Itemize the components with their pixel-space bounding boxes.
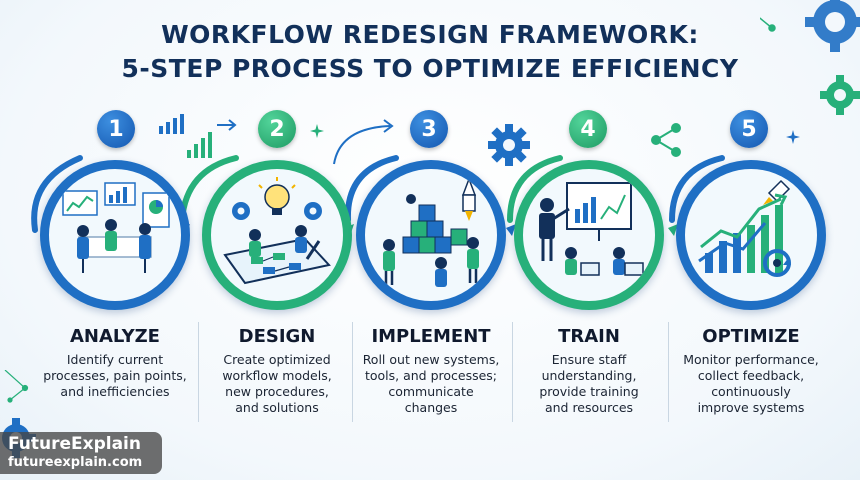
step-divider: [198, 322, 199, 422]
step-4-title: TRAIN: [558, 326, 620, 347]
step-divider: [668, 322, 669, 422]
arrow-right-icon: [217, 119, 237, 131]
brand-watermark: [0, 432, 162, 474]
growth-chart-icon: [698, 179, 791, 277]
step-5-illustration: [676, 160, 826, 310]
step-divider: [352, 322, 353, 422]
sparkle-icon: [786, 130, 800, 144]
sparkle-icon: [310, 124, 324, 138]
step-2-description: Create optimized workflow models, new pr…: [222, 352, 332, 415]
meeting-charts-icon: [62, 182, 170, 273]
step-1-description: Identify current processes, pain points,…: [43, 352, 187, 399]
step-1-title: ANALYZE: [70, 326, 160, 347]
step-5-title: OPTIMIZE: [702, 326, 800, 347]
step-1-badge: 1: [97, 110, 135, 148]
step-3-badge: 3: [410, 110, 448, 148]
share-network-icon: [651, 123, 681, 157]
step-3-illustration: [356, 160, 506, 310]
team-building-blocks-icon: [383, 176, 479, 287]
step-4-description: Ensure staff understanding, provide trai…: [539, 352, 639, 415]
bar-chart-icon: [159, 114, 212, 158]
step-2-title: DESIGN: [238, 326, 316, 347]
step-3-description: Roll out new systems, tools, and process…: [362, 352, 500, 415]
step-5-description: Monitor performance, collect feedback, c…: [683, 352, 819, 415]
step-2-illustration: [202, 160, 352, 310]
step-5-badge: 5: [730, 110, 768, 148]
gear-icon: [488, 124, 530, 166]
step-3-title: IMPLEMENT: [371, 326, 491, 347]
brand-name: FutureExplain: [8, 434, 141, 454]
step-divider: [512, 322, 513, 422]
gear-cluster-icon: [760, 0, 860, 115]
step-4-badge: 4: [569, 110, 607, 148]
presentation-training-icon: [539, 182, 644, 276]
curved-arrow-icon: [333, 119, 394, 165]
step-1-illustration: [40, 160, 190, 310]
page-title-line-2: 5-STEP PROCESS TO OPTIMIZE EFFICIENCY: [121, 54, 739, 83]
page-title-line-1: WORKFLOW REDESIGN FRAMEWORK:: [161, 20, 699, 49]
step-4-illustration: [514, 160, 664, 310]
brand-url: futureexplain.com: [8, 455, 143, 470]
step-2-badge: 2: [258, 110, 296, 148]
lightbulb-tablet-icon: [223, 177, 331, 285]
